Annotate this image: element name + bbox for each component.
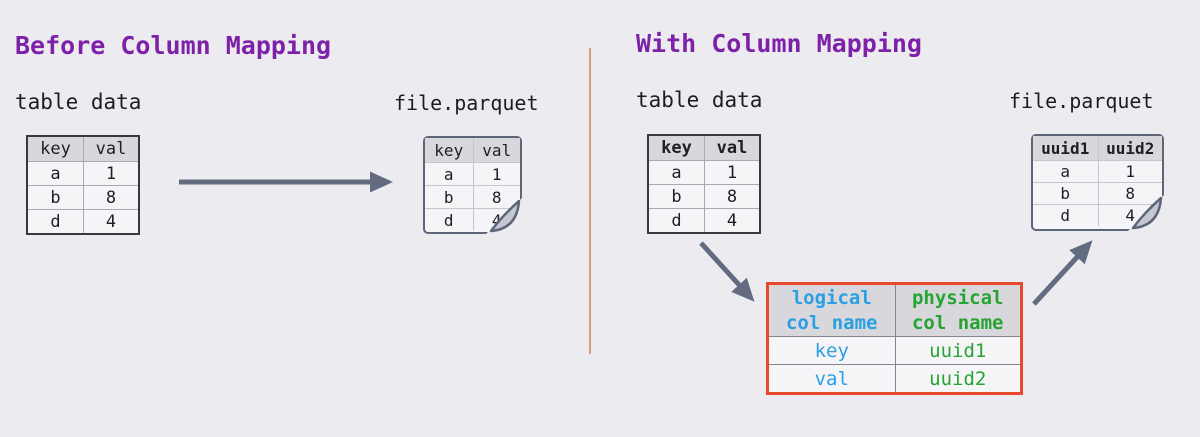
table-cell: 4 bbox=[472, 208, 520, 231]
with-table-data-label: table data bbox=[636, 88, 763, 112]
with-table-data: key val a 1 b 8 d 4 bbox=[647, 134, 761, 234]
table-cell: d bbox=[1033, 204, 1098, 226]
table-cell: 8 bbox=[704, 184, 759, 208]
folded-corner-icon bbox=[486, 198, 522, 234]
column-header: uuid2 bbox=[1097, 136, 1162, 160]
header-line: logical bbox=[791, 286, 872, 309]
table-cell: d bbox=[425, 208, 473, 231]
with-parquet-file: uuid1 uuid2 a 1 b 8 d 4 bbox=[1031, 134, 1164, 231]
table-cell: 8 bbox=[1097, 182, 1162, 204]
before-section-title: Before Column Mapping bbox=[15, 31, 332, 60]
before-parquet-table: key val a 1 b 8 d 4 bbox=[425, 138, 520, 231]
with-parquet-table: uuid1 uuid2 a 1 b 8 d 4 bbox=[1033, 136, 1162, 226]
table-cell: 1 bbox=[1097, 160, 1162, 182]
table-cell: a bbox=[649, 160, 704, 184]
column-header: val bbox=[83, 137, 138, 161]
before-table-data: key val a 1 b 8 d 4 bbox=[26, 135, 140, 235]
with-section-title: With Column Mapping bbox=[636, 29, 922, 58]
column-header: uuid1 bbox=[1033, 136, 1098, 160]
physical-name-cell: uuid1 bbox=[894, 336, 1020, 364]
column-header: key bbox=[425, 138, 473, 162]
logical-col-name-header: logical col name bbox=[769, 285, 895, 336]
table-cell: 4 bbox=[704, 208, 759, 232]
table-cell: 8 bbox=[472, 185, 520, 208]
physical-name-cell: uuid2 bbox=[894, 364, 1020, 392]
logical-name-cell: key bbox=[769, 336, 895, 364]
before-parquet-file: key val a 1 b 8 d 4 bbox=[423, 136, 522, 234]
column-mapping-table: logical col name physical col name key u… bbox=[766, 282, 1023, 395]
table-cell: d bbox=[649, 208, 704, 232]
column-header: key bbox=[649, 136, 704, 160]
folded-corner-icon bbox=[1128, 195, 1164, 231]
before-file-parquet-label: file.parquet bbox=[394, 91, 539, 115]
table-cell: 1 bbox=[704, 160, 759, 184]
table-cell: 1 bbox=[83, 161, 138, 185]
table-cell: 8 bbox=[83, 185, 138, 209]
column-header: val bbox=[472, 138, 520, 162]
header-line: physical bbox=[911, 286, 1004, 309]
table-cell: b bbox=[649, 184, 704, 208]
column-header: val bbox=[704, 136, 759, 160]
table-cell: 4 bbox=[83, 209, 138, 233]
with-file-parquet-label: file.parquet bbox=[1009, 89, 1154, 113]
arrow-up-right-icon bbox=[1032, 240, 1093, 306]
table-cell: b bbox=[1033, 182, 1098, 204]
arrow-down-right-icon bbox=[699, 241, 755, 302]
logical-name-cell: val bbox=[769, 364, 895, 392]
table-cell: 4 bbox=[1097, 204, 1162, 226]
column-header: key bbox=[28, 137, 83, 161]
table-cell: b bbox=[425, 185, 473, 208]
table-cell: 1 bbox=[472, 162, 520, 185]
section-divider bbox=[589, 48, 591, 354]
header-line: col name bbox=[785, 311, 878, 334]
physical-col-name-header: physical col name bbox=[894, 285, 1020, 336]
table-cell: a bbox=[28, 161, 83, 185]
table-cell: d bbox=[28, 209, 83, 233]
before-table-data-label: table data bbox=[15, 90, 142, 114]
table-cell: a bbox=[425, 162, 473, 185]
table-cell: b bbox=[28, 185, 83, 209]
header-line: col name bbox=[911, 311, 1004, 334]
table-cell: a bbox=[1033, 160, 1098, 182]
